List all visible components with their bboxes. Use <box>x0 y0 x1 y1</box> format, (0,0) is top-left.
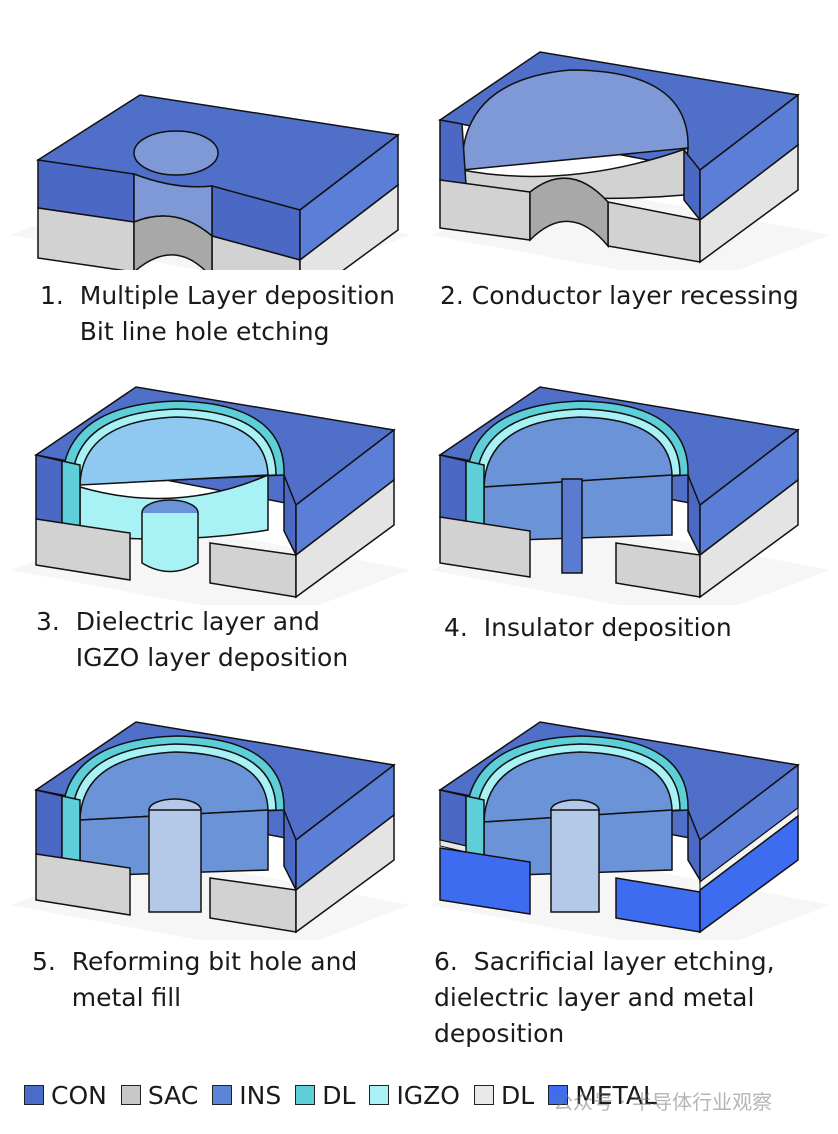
step6-diagram <box>430 721 830 940</box>
caption-step-6: 6. Sacrificial layer etching, dielectric… <box>434 947 775 1048</box>
legend-label: SAC <box>147 1080 199 1110</box>
legend-swatch <box>212 1085 233 1105</box>
legend-item-igzo: IGZO <box>369 1081 460 1110</box>
step5-diagram <box>10 721 410 940</box>
legend-swatch <box>295 1085 316 1105</box>
legend-item-con: CON <box>24 1081 107 1110</box>
bitline-hole <box>133 130 219 176</box>
legend-item-ins: INS <box>212 1081 281 1110</box>
legend-label: DL <box>501 1080 535 1110</box>
legend-label: INS <box>239 1080 282 1110</box>
caption-step-2: 2. Conductor layer recessing <box>440 281 799 310</box>
sac-front-face <box>37 207 135 270</box>
legend-item-metal: METAL <box>548 1081 657 1110</box>
legend-label: DL <box>322 1080 356 1110</box>
metal-fill-pillar <box>148 809 202 913</box>
step2-diagram <box>430 51 830 270</box>
legend-swatch <box>24 1085 44 1105</box>
legend: CON SAC INS DL IGZO DL METAL <box>24 1078 671 1112</box>
legend-swatch <box>369 1085 390 1105</box>
legend-label: CON <box>51 1080 107 1110</box>
watermark: 公众号 · 半导体行业观察 <box>553 1090 773 1114</box>
caption-step-1: 1. Multiple Layer deposition Bit line ho… <box>40 281 395 346</box>
step4-diagram <box>430 386 830 605</box>
caption-step-3: 3. Dielectric layer and IGZO layer depos… <box>36 607 349 672</box>
caption-step-5: 5. Reforming bit hole and metal fill <box>32 947 358 1012</box>
recess-cavity <box>461 69 689 171</box>
legend-item-dl: DL <box>295 1081 355 1110</box>
legend-label: METAL <box>575 1080 657 1110</box>
legend-swatch <box>474 1085 494 1105</box>
step1-diagram <box>10 94 410 270</box>
legend-item-dl2: DL <box>474 1081 534 1110</box>
legend-item-sac: SAC <box>120 1080 199 1110</box>
metal-layer-left <box>439 847 531 915</box>
legend-swatch <box>120 1085 141 1105</box>
legend-label: IGZO <box>396 1080 460 1110</box>
insulator-slit <box>561 478 583 574</box>
legend-swatch <box>548 1085 569 1105</box>
caption-step-4: 4. Insulator deposition <box>444 613 732 642</box>
step3-diagram <box>10 386 410 605</box>
